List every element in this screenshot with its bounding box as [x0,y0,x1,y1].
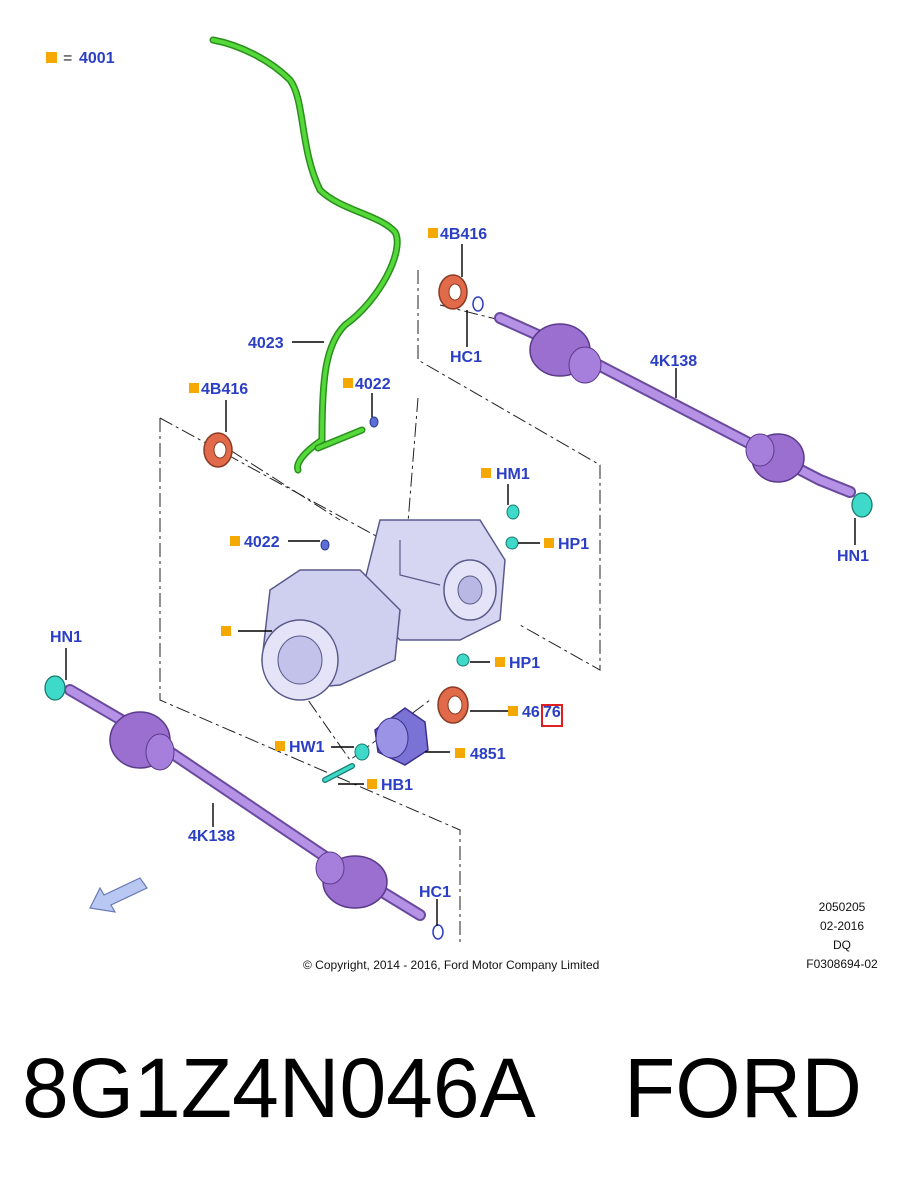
vent-4022-lower [320,539,330,551]
seal-4676 [437,686,469,724]
label-4B416-upper: 4B416 [440,226,487,243]
seal-4B416-left [203,432,233,468]
seals [203,274,469,724]
label-HP1-lower: HP1 [509,655,540,672]
marker-4B416-upper-icon [428,228,438,238]
label-4676-suffix: 76 [543,704,561,721]
right-halfshaft [494,312,856,498]
label-4851: 4851 [470,746,506,763]
left-halfshaft [64,684,426,921]
part-number: 8G1Z4N046A [22,1041,536,1135]
bearing-4851 [374,707,429,766]
label-4676-prefix: 46 [522,704,540,721]
clips [432,296,484,940]
label-4023: 4023 [248,335,284,352]
label-HN1-left: HN1 [50,629,82,646]
label-HW1: HW1 [289,739,325,756]
direction-arrow-icon [89,877,148,913]
label-4K138-left: 4K138 [188,828,235,845]
marker-HP1-lower-icon [495,657,505,667]
brand-name: FORD [624,1041,862,1135]
label-4K138-right: 4K138 [650,353,697,370]
label-4022-lower: 4022 [244,534,280,551]
marker-HW1-icon [275,741,285,751]
marker-HP1-upper-icon [544,538,554,548]
label-HN1-right: HN1 [837,548,869,565]
label-HB1: HB1 [381,777,413,794]
meta-line-2: 02-2016 [820,919,864,933]
drawing-metadata: 2050205 02-2016 DQ F0308694-02 [806,900,878,971]
mount-HM1 [506,504,520,520]
frame-seal-line [229,449,341,521]
highlight-box [541,704,563,727]
seal-4B416-upper [438,274,468,310]
label-HC1-lower: HC1 [419,884,451,901]
frame-lower [159,418,461,945]
vent-tube [209,36,401,474]
washer-HW1 [354,743,370,761]
marker-housing-icon [221,626,231,636]
legend-value: 4001 [79,50,115,67]
copyright: © Copyright, 2014 - 2016, Ford Motor Com… [303,958,599,972]
meta-line-1: 2050205 [819,900,866,914]
meta-line-4: F0308694-02 [806,957,878,971]
label-HM1: HM1 [496,466,530,483]
clip-HC1-lower [432,924,444,940]
legend-marker-icon [46,52,57,63]
leader-lines [65,244,856,926]
clip-HC1-upper [472,296,484,312]
legend: = 4001 [46,50,115,67]
marker-4B416-left-icon [189,383,199,393]
label-HC1-upper: HC1 [450,349,482,366]
marker-4851-icon [455,748,465,758]
marker-4022-upper-icon [343,378,353,388]
part-caption: 8G1Z4N046A FORD [0,1040,912,1160]
marker-HB1-icon [367,779,377,789]
label-HP1-upper: HP1 [558,536,589,553]
legend-equals: = [63,50,72,67]
plug-HP1-upper [505,536,519,550]
nut-HN1-left [44,675,66,701]
vent-4022-upper [369,416,379,428]
marker-4676-icon [508,706,518,716]
frame-upper [417,270,601,671]
label-4B416-left: 4B416 [201,381,248,398]
meta-line-3: DQ [833,938,851,952]
rear-drive-unit-housing [261,519,506,701]
callout-labels: 4023 4B416 HC1 4K138 4B416 4022 HM1 HP1 … [50,226,869,901]
exploded-parts-diagram: = 4001 [44,36,878,972]
nut-HN1-right [851,492,873,518]
marker-4022-lower-icon [230,536,240,546]
marker-HM1-icon [481,468,491,478]
plug-HP1-lower [456,653,470,667]
fasteners [44,416,873,783]
label-4022-upper: 4022 [355,376,391,393]
